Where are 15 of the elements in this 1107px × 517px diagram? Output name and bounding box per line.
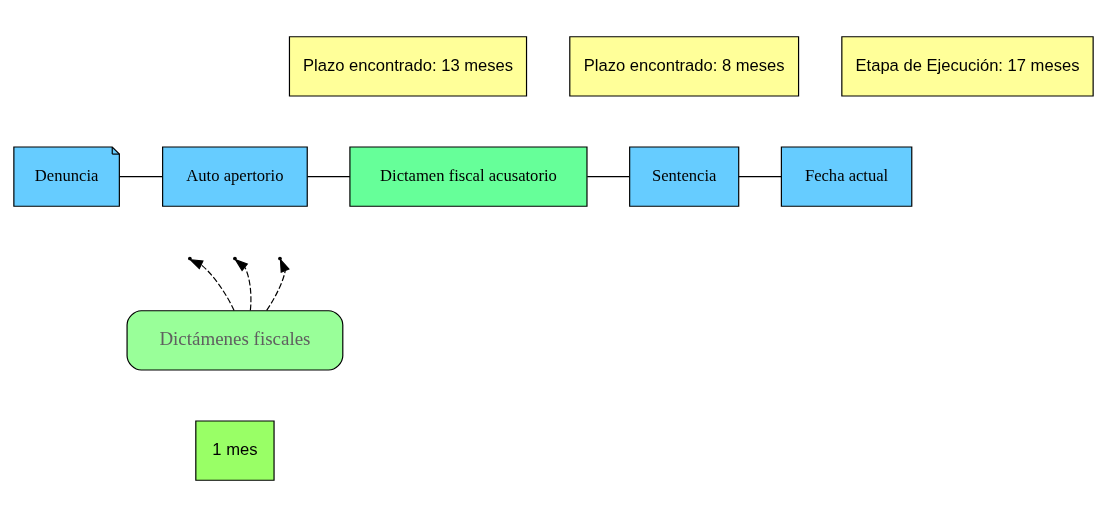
arrow (234, 258, 252, 311)
node-box: Plazo encontrado: 13 meses (288, 36, 528, 97)
node-box: Fecha actual (780, 146, 913, 207)
connector (586, 176, 630, 178)
connector (118, 176, 163, 178)
node-box: Plazo encontrado: 8 meses (569, 36, 800, 97)
arrow (266, 258, 290, 311)
connector (306, 176, 351, 178)
node-box: Dictamen fiscal acusatorio (349, 146, 588, 207)
node-box: Etapa de Ejecución: 17 meses (841, 36, 1094, 97)
node-box: Sentencia (629, 146, 740, 207)
node-box: Auto apertorio (162, 146, 308, 207)
node-box: Dictámenes fiscales (126, 310, 344, 371)
node-box: 1 mes (195, 420, 275, 481)
connector (738, 176, 782, 178)
